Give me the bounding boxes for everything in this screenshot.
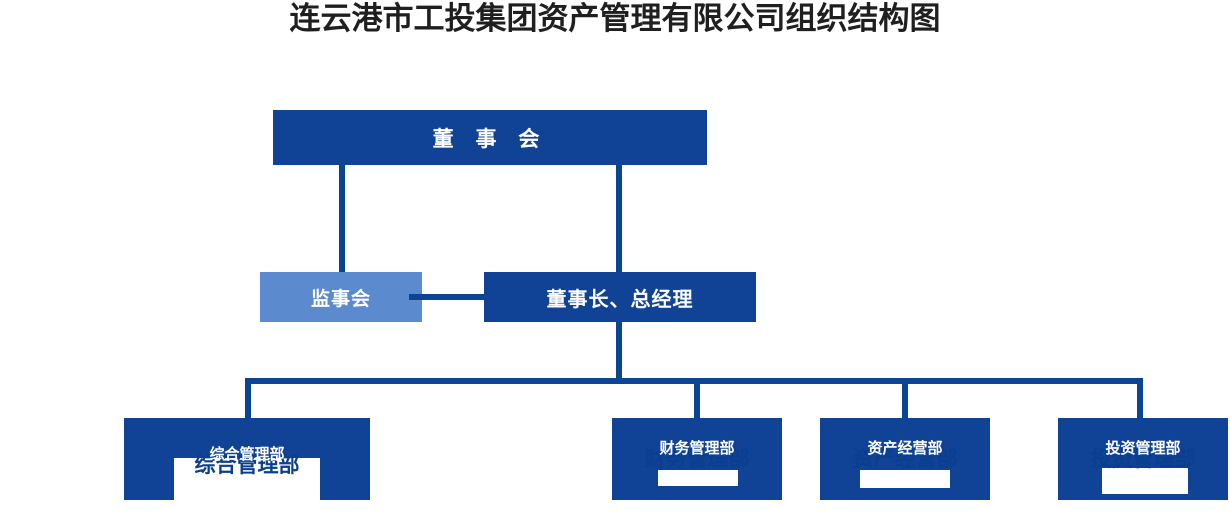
dept-finance-management-overlay-rect [658,470,738,486]
node-dept-investment-management-ghost-label: 投资管理部 [1090,448,1196,471]
connector-board-to-supervisors [339,165,345,272]
node-board-of-supervisors-label: 监事会 [310,288,371,310]
node-dept-asset-operation-ghost-label: 资产经营部 [852,448,958,471]
connector-drop-dept-finance [694,378,700,418]
node-dept-investment-management[interactable]: 投资管理部 投资管理部 [1058,418,1228,500]
chart-title-area: 连云港市工投集团资产管理有限公司组织结构图 [0,0,1230,46]
page-title: 连云港市工投集团资产管理有限公司组织结构图 [289,1,941,36]
node-dept-general-management-ghost-label: 综合管理部 [194,454,300,477]
dept-general-management-overlay-rect [174,458,320,508]
connector-drop-dept-asset [902,378,908,418]
node-dept-finance-management[interactable]: 财务管理部 财务管理部 [612,418,782,500]
connector-supervisors-to-chairman [409,294,487,300]
node-dept-asset-operation[interactable]: 资产经营部 资产经营部 [820,418,990,500]
node-dept-investment-management-label: 投资管理部 [1105,440,1181,457]
connector-drop-dept-general [245,378,251,418]
dept-asset-operation-overlay-rect [860,470,950,488]
node-chairman-general-manager[interactable]: 董事长、总经理 [484,272,756,322]
node-chairman-general-manager-label: 董事长、总经理 [546,288,694,311]
connector-drop-dept-investment [1137,378,1143,418]
node-board-of-supervisors[interactable]: 监事会 [260,272,422,322]
title-highlight-band [232,2,992,36]
node-dept-finance-management-ghost-label: 财务管理部 [644,448,750,471]
connector-board-to-chairman [616,165,622,272]
node-dept-finance-management-label: 财务管理部 [659,440,735,457]
node-board-of-directors-label: 董 事 会 [432,127,548,151]
node-dept-general-management[interactable]: 综合管理部 综合管理部 [124,418,370,508]
connector-chairman-stem [616,322,622,378]
node-board-of-directors[interactable]: 董 事 会 [273,110,707,165]
dept-investment-management-overlay-rect [1102,468,1188,494]
node-dept-general-management-label: 综合管理部 [209,446,285,463]
node-dept-asset-operation-label: 资产经营部 [867,440,943,457]
